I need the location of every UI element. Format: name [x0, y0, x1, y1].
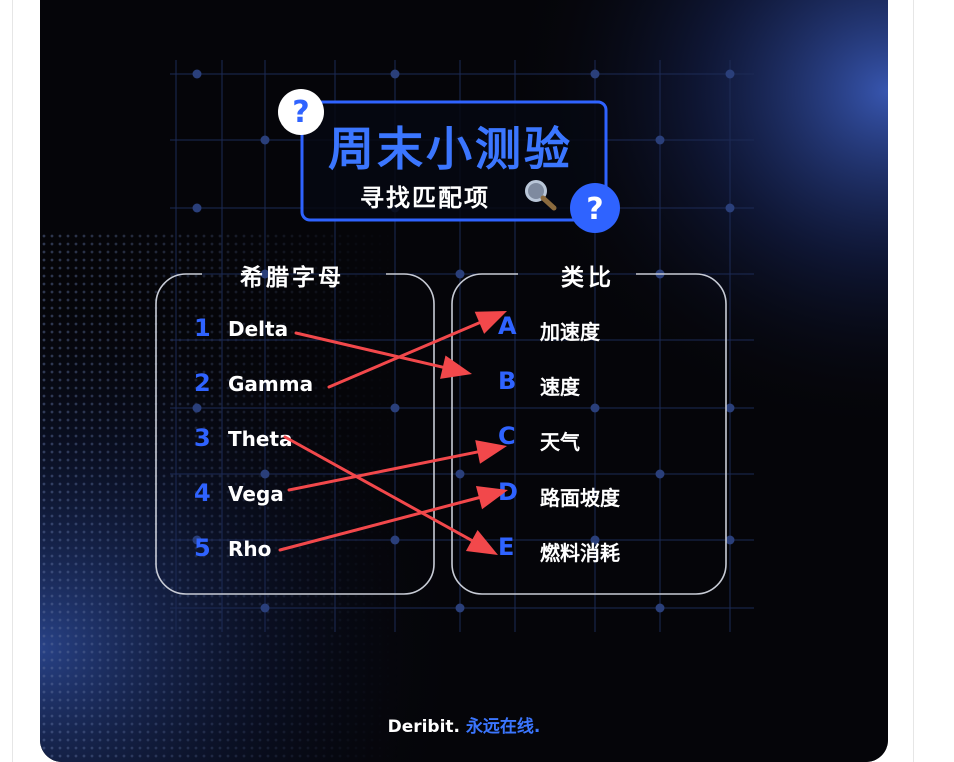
grid-dot — [192, 403, 202, 413]
greek-number: 5 — [194, 534, 211, 562]
greek-letter-rho: Rho — [228, 537, 272, 561]
analogy-letter: E — [498, 533, 515, 561]
svg-text:?: ? — [292, 95, 309, 130]
left-panel-frame — [155, 273, 435, 595]
grid-dot — [590, 69, 600, 79]
grid-dot — [655, 135, 665, 145]
right-panel-frame — [451, 273, 727, 595]
page-subtitle: 寻找匹配项 — [360, 184, 490, 212]
grid-dot — [455, 269, 465, 279]
greek-letter-vega: Vega — [228, 482, 284, 506]
grid-dot — [192, 69, 202, 79]
greek-letter-delta: Delta — [228, 317, 289, 341]
grid-dot — [455, 603, 465, 613]
grid-dot — [590, 535, 600, 545]
grid-dot — [192, 203, 202, 213]
analogy-fuel-consumption: 燃料消耗 — [540, 541, 620, 565]
greek-number: 2 — [194, 369, 211, 397]
analogy-letter: B — [498, 367, 517, 395]
grid-dot — [260, 135, 270, 145]
analogy-acceleration: 加速度 — [540, 320, 600, 344]
analogy-letter: A — [498, 312, 517, 340]
analogy-letter: C — [498, 422, 516, 450]
page-edge-right — [913, 0, 914, 762]
greek-number: 3 — [194, 424, 211, 452]
greek-letter-gamma: Gamma — [228, 372, 314, 396]
page-title: 周末小测验 — [328, 122, 573, 176]
analogy-weather: 天气 — [540, 430, 580, 454]
analogy-heading: 类比 — [561, 265, 615, 291]
analogy-letter: D — [498, 478, 518, 506]
grid-dot — [725, 403, 735, 413]
grid-dot — [655, 603, 665, 613]
grid-dot — [390, 69, 400, 79]
footer-brand: Deribit. — [387, 717, 461, 737]
question-mark-icon: ? — [278, 89, 324, 135]
grid-dot — [390, 403, 400, 413]
grid-dot — [260, 603, 270, 613]
grid-dot — [725, 535, 735, 545]
grid-dot — [725, 69, 735, 79]
footer: Deribit. 永远在线. — [40, 712, 888, 737]
analogy-road-slope: 路面坡度 — [540, 486, 620, 510]
dot-pattern — [40, 230, 400, 762]
question-mark-icon: ? — [570, 183, 620, 233]
grid-dot — [725, 203, 735, 213]
quiz-card: ? ? 周末小测验 寻找匹配项 希腊字母 类比 1 Delta 2 Gamma … — [40, 0, 888, 762]
grid-dot — [590, 403, 600, 413]
grid-dot — [260, 269, 270, 279]
greek-number: 4 — [194, 479, 211, 507]
grid-dot — [455, 469, 465, 479]
magnifier-icon — [525, 180, 557, 211]
footer-slogan: 永远在线. — [465, 717, 541, 737]
analogy-speed: 速度 — [540, 375, 580, 399]
grid-dot — [390, 535, 400, 545]
greek-letter-theta: Theta — [228, 427, 293, 451]
svg-text:?: ? — [586, 192, 603, 227]
grid-dot — [655, 469, 665, 479]
page-edge-left — [12, 0, 13, 762]
grid-dot — [260, 469, 270, 479]
greek-letters-heading: 希腊字母 — [240, 265, 344, 291]
grid-dot — [192, 535, 202, 545]
greek-number: 1 — [194, 314, 211, 342]
